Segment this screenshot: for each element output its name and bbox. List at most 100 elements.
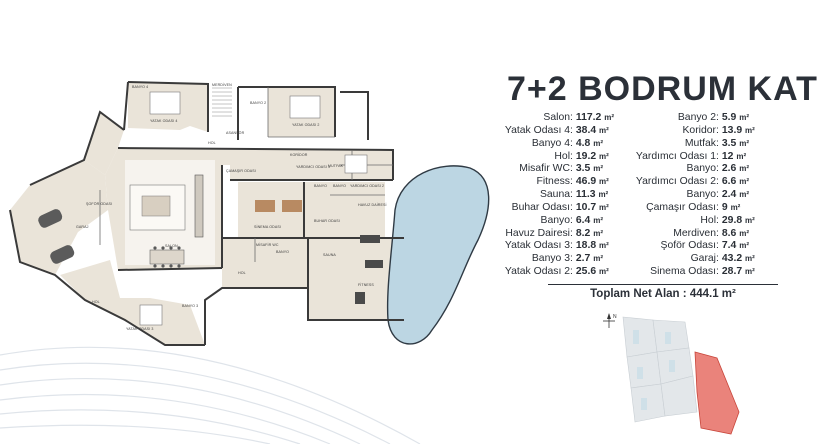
room-label-banyo4: BANYO 4 xyxy=(132,85,148,89)
area-number: 3.5 xyxy=(721,137,737,149)
room-label-banyo-b: BANYO xyxy=(333,184,346,188)
area-number: 2.6 xyxy=(721,163,737,175)
area-name: Merdiven xyxy=(673,227,716,239)
area-unit: m² xyxy=(739,113,750,122)
left-area-row: Salon :117.2 m² xyxy=(495,112,636,125)
living-furniture xyxy=(129,184,186,231)
total-area: Toplam Net Alan : 444.1 m² xyxy=(590,288,736,300)
compass-label: N xyxy=(613,314,617,320)
area-unit: m² xyxy=(599,241,609,251)
area-colon: : xyxy=(716,266,719,278)
left-area-row: Fitness :46.9 m² xyxy=(495,176,636,189)
area-value: 6.4 m² xyxy=(573,215,636,228)
room-label-havuz: HAVUZ DAİRESİ xyxy=(358,202,387,207)
room-label-sinema: SİNEMA ODASI xyxy=(254,224,281,229)
area-unit: m² xyxy=(739,228,750,238)
area-name: Yatak Odası 3 xyxy=(504,240,570,252)
area-value: 46.9 m² xyxy=(573,176,636,189)
room-label-yardimci1: YARDIMCI ODASI 1 xyxy=(296,165,330,169)
area-unit: m² xyxy=(599,125,609,135)
right-area-row: Garaj :43.2 m² xyxy=(635,253,790,266)
area-colon: : xyxy=(716,253,719,265)
area-name: Banyo 2 xyxy=(677,112,716,123)
area-name: Hol xyxy=(554,150,570,162)
room-label-hol-low: HOL xyxy=(238,271,246,275)
area-unit: m² xyxy=(593,164,604,174)
area-value: 6.6 m² xyxy=(719,176,790,189)
area-name: Hol xyxy=(700,214,716,226)
floor-plan: BANYO 4 YATAK ODASI 4 MERDİVEN BANYO 2 Y… xyxy=(9,81,490,346)
left-area-row: Yatak Odası 3 :18.8 m² xyxy=(495,240,636,253)
area-unit: m² xyxy=(739,177,750,187)
room-label-banyo2: BANYO 2 xyxy=(250,101,266,105)
area-number: 29.8 xyxy=(721,214,743,226)
area-value: 3.5 m² xyxy=(573,163,636,176)
room-label-koridor: KORİDOR xyxy=(290,152,308,157)
area-number: 19.2 xyxy=(575,150,597,162)
area-number: 43.2 xyxy=(721,253,743,265)
right-area-row: Koridor :13.9 m² xyxy=(635,125,790,138)
area-unit: m² xyxy=(745,267,755,277)
area-colon: : xyxy=(716,227,719,239)
area-name: Havuz Dairesi xyxy=(505,227,570,239)
area-unit: m² xyxy=(745,254,755,264)
left-area-row: Buhar Odası :10.7 m² xyxy=(495,202,636,215)
room-label-hol-mid: HOL xyxy=(92,300,100,304)
dining-table xyxy=(149,246,185,268)
area-value: 29.8 m² xyxy=(719,215,790,228)
area-unit: m² xyxy=(593,138,604,148)
left-area-row: Banyo 3 :2.7 m² xyxy=(495,253,636,266)
area-colon: : xyxy=(570,214,573,226)
area-colon: : xyxy=(570,189,573,201)
right-area-row: Sinema Odası :28.7 m² xyxy=(635,266,790,279)
room-label-yatak3: YATAK ODASI 3 xyxy=(126,327,153,331)
area-unit: m² xyxy=(739,138,750,148)
area-colon: : xyxy=(716,150,719,162)
left-area-row: Misafir WC :3.5 m² xyxy=(495,163,636,176)
area-value: 5.9 m² xyxy=(719,112,790,125)
total-unit: m² xyxy=(721,288,736,300)
area-number: 9 xyxy=(721,201,728,213)
area-number: 2.4 xyxy=(721,189,737,201)
room-label-fitness: FİTNESS xyxy=(358,282,374,287)
room-label-misafir-wc: MİSAFİR WC xyxy=(256,242,279,247)
room-label-sofor: ŞOFÖR ODASI xyxy=(86,202,112,206)
area-name: Misafir WC xyxy=(519,163,570,175)
area-number: 6.4 xyxy=(575,214,591,226)
area-name: Çamaşır Odası xyxy=(646,201,716,213)
beds xyxy=(139,91,368,326)
area-number: 18.8 xyxy=(575,240,597,252)
area-name: Garaj xyxy=(690,253,716,265)
garage-cars xyxy=(38,209,75,264)
left-area-row: Hol :19.2 m² xyxy=(495,151,636,164)
area-colon: : xyxy=(570,163,573,175)
fitness-equipment xyxy=(355,235,383,304)
area-value: 13.9 m² xyxy=(719,125,790,138)
area-value: 38.4 m² xyxy=(573,125,636,138)
background-arcs xyxy=(0,346,421,444)
area-colon: : xyxy=(716,201,719,213)
area-unit: m² xyxy=(598,190,609,200)
area-number: 38.4 xyxy=(575,124,597,136)
room-labels: BANYO 4 YATAK ODASI 4 MERDİVEN BANYO 2 Y… xyxy=(76,82,387,331)
area-unit: m² xyxy=(599,267,609,277)
area-unit: m² xyxy=(604,113,614,122)
area-name: Buhar Odası xyxy=(511,201,570,213)
room-label-sauna: SAUNA xyxy=(323,253,336,257)
area-unit: m² xyxy=(739,190,750,200)
highlighted-unit xyxy=(694,351,740,435)
area-name: Yatak Odası 2 xyxy=(504,266,570,278)
area-colon: : xyxy=(570,112,573,123)
right-area-row: Merdiven :8.6 m² xyxy=(635,228,790,241)
kitchen-island xyxy=(194,174,204,238)
area-name: Banyo xyxy=(540,214,570,226)
left-area-row: Yatak Odası 4 :38.4 m² xyxy=(495,125,636,138)
right-area-row: Şoför Odası :7.4 m² xyxy=(635,240,790,253)
area-name: Koridor xyxy=(682,124,717,136)
area-colon: : xyxy=(716,163,719,175)
area-number: 6.6 xyxy=(721,176,737,188)
area-name: Yardımcı Odası 1 xyxy=(635,150,716,162)
right-area-row: Yardımcı Odası 1 :12 m² xyxy=(635,151,790,164)
area-name: Sinema Odası xyxy=(650,266,716,278)
area-value: 3.5 m² xyxy=(719,138,790,151)
